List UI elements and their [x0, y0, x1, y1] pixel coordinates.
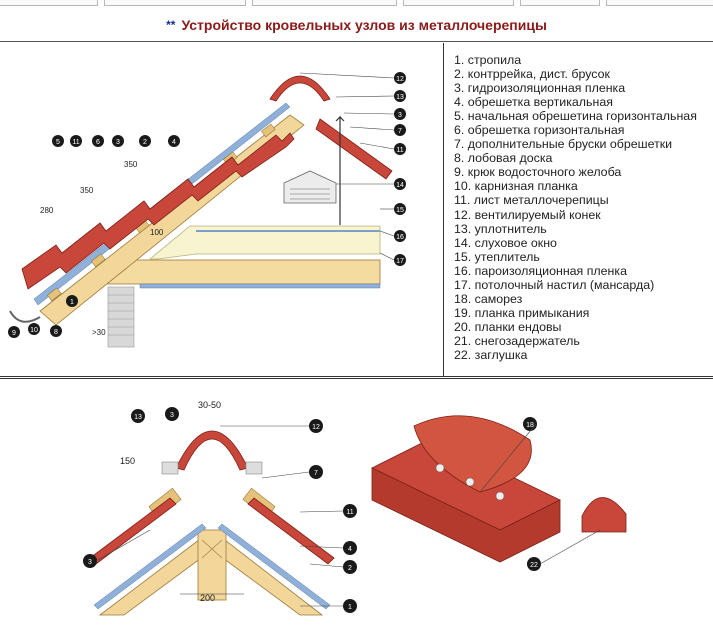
ridge-3d-detail — [371, 415, 627, 563]
legend-item: 16. пароизоляционная пленка — [454, 263, 627, 278]
marker-14: 14 — [396, 182, 404, 189]
markers-bottom: 9 10 8 1 — [8, 295, 78, 338]
dim-200: 200 — [200, 593, 215, 603]
top-tab[interactable] — [104, 0, 246, 6]
marker-10: 10 — [30, 327, 38, 334]
legend-item: 13. уплотнитель — [454, 221, 547, 236]
marker-3b: 3 — [170, 412, 174, 419]
metal-sheet-right — [247, 497, 335, 565]
legend-item: 7. дополнительные бруски обрешетки — [454, 137, 673, 152]
title-stars: ** — [166, 17, 176, 32]
marker-1: 1 — [70, 299, 74, 306]
membrane-left — [93, 523, 207, 610]
ridge-cap-bottom — [175, 430, 249, 471]
markers-left: 5 11 6 3 2 4 — [52, 135, 180, 147]
legend-item: 22. заглушка — [454, 347, 528, 362]
page-title: Устройство кровельных узлов из металлоче… — [181, 16, 547, 33]
legend-item: 3. гидроизоляционная пленка — [454, 81, 626, 96]
top-tab[interactable] — [606, 0, 713, 6]
marker-1b: 1 — [348, 604, 352, 611]
legend-item: 6. обрешетка горизонтальная — [454, 123, 625, 138]
legend-item: 12. вентилируемый конек — [454, 207, 601, 222]
vent-arrow — [335, 115, 345, 225]
dim-350b: 350 — [80, 186, 94, 195]
legend-item: 17. потолочный настил (мансарда) — [454, 277, 655, 292]
marker-17: 17 — [396, 258, 404, 265]
seal-left — [161, 461, 179, 475]
marker-6: 6 — [96, 139, 100, 146]
membrane-right — [217, 523, 331, 610]
legend-panel: 1. стропила 2. контррейка, дист. брусок … — [443, 43, 713, 376]
top-tab-strip — [0, 0, 713, 8]
metal-tile-right — [315, 118, 393, 180]
seal-right — [245, 461, 263, 475]
marker-22: 22 — [530, 562, 538, 569]
legend-item: 11. лист металлочерепицы — [454, 193, 609, 208]
marker-11r: 11 — [396, 147, 403, 154]
dim-150: 150 — [120, 456, 135, 466]
post-cross — [201, 539, 223, 559]
marker-12b: 12 — [312, 424, 320, 431]
legend-item: 4. обрешетка вертикальная — [454, 95, 613, 110]
marker-2: 2 — [143, 139, 147, 146]
legend-item: 10. карнизная планка — [454, 179, 578, 194]
gutter — [9, 310, 41, 323]
dim-280: 280 — [40, 206, 54, 215]
markers-right: 12 13 3 7 11 14 15 16 17 — [394, 72, 406, 266]
markers-bottom-right: 12 7 11 4 2 1 — [309, 419, 357, 613]
top-tab[interactable] — [403, 0, 514, 6]
marker-13b: 13 — [134, 414, 142, 421]
section-divider — [0, 376, 713, 379]
marker-2b: 2 — [348, 565, 352, 572]
wall-bricks — [107, 286, 135, 348]
title-bar: ** Устройство кровельных узлов из металл… — [0, 8, 713, 42]
marker-18: 18 — [526, 422, 534, 429]
dim-gt30: >30 — [92, 328, 106, 337]
dim-350a: 350 — [124, 160, 138, 169]
marker-11b: 11 — [346, 509, 353, 516]
marker-4b: 4 — [348, 546, 352, 553]
top-tab[interactable] — [520, 0, 600, 6]
marker-11: 11 — [72, 139, 79, 146]
dormer-window — [283, 170, 337, 204]
marker-16: 16 — [396, 234, 404, 241]
marker-7: 7 — [398, 128, 402, 135]
dim-30-50: 30-50 — [198, 400, 221, 410]
marker-4: 4 — [172, 139, 176, 146]
marker-13: 13 — [396, 94, 404, 101]
ceiling-layers — [107, 225, 381, 289]
marker-9: 9 — [12, 330, 16, 337]
legend-item: 14. слуховое окно — [454, 235, 557, 250]
metal-tile-sheet — [21, 132, 295, 290]
marker-15: 15 — [396, 207, 404, 214]
ridge-cap — [269, 75, 331, 102]
legend-item: 9. крюк водосточного желоба — [454, 165, 622, 180]
dim-100: 100 — [150, 228, 164, 237]
legend-item: 2. контррейка, дист. брусок — [454, 67, 610, 82]
marker-7b: 7 — [314, 470, 318, 477]
legend-item: 19. планка примыкания — [454, 305, 590, 320]
top-tab[interactable] — [0, 0, 98, 6]
ridge-detail-diagram: 30-50 150 200 13 3 3 12 7 11 4 2 1 18 2 — [83, 400, 627, 616]
legend-item: 20. планки ендовы — [454, 319, 562, 334]
roof-section-diagram: 350 350 280 100 >30 5 11 6 3 2 4 12 13 3… — [8, 72, 406, 348]
marker-8: 8 — [54, 329, 58, 336]
leader-lines-bottom — [95, 425, 344, 607]
legend-item: 21. снегозадержатель — [454, 333, 580, 348]
legend-item: 5. начальная обрешетина горизонтальная — [454, 109, 697, 124]
legend-item: 18. саморез — [454, 291, 523, 306]
legend-item: 8. лобовая доска — [454, 151, 553, 166]
leader-lines-right — [299, 72, 395, 261]
marker-3: 3 — [116, 139, 120, 146]
marker-3r: 3 — [398, 112, 402, 119]
center-post — [197, 529, 227, 601]
markers-bottom-left: 13 3 3 — [83, 407, 179, 568]
marker-12: 12 — [396, 76, 404, 83]
marker-3c: 3 — [88, 559, 92, 566]
legend-item: 1. стропила — [454, 53, 522, 67]
leader-lines-3d — [479, 423, 601, 565]
legend-item: 15. утеплитель — [454, 249, 540, 264]
marker-5: 5 — [56, 139, 60, 146]
top-tab[interactable] — [252, 0, 397, 6]
